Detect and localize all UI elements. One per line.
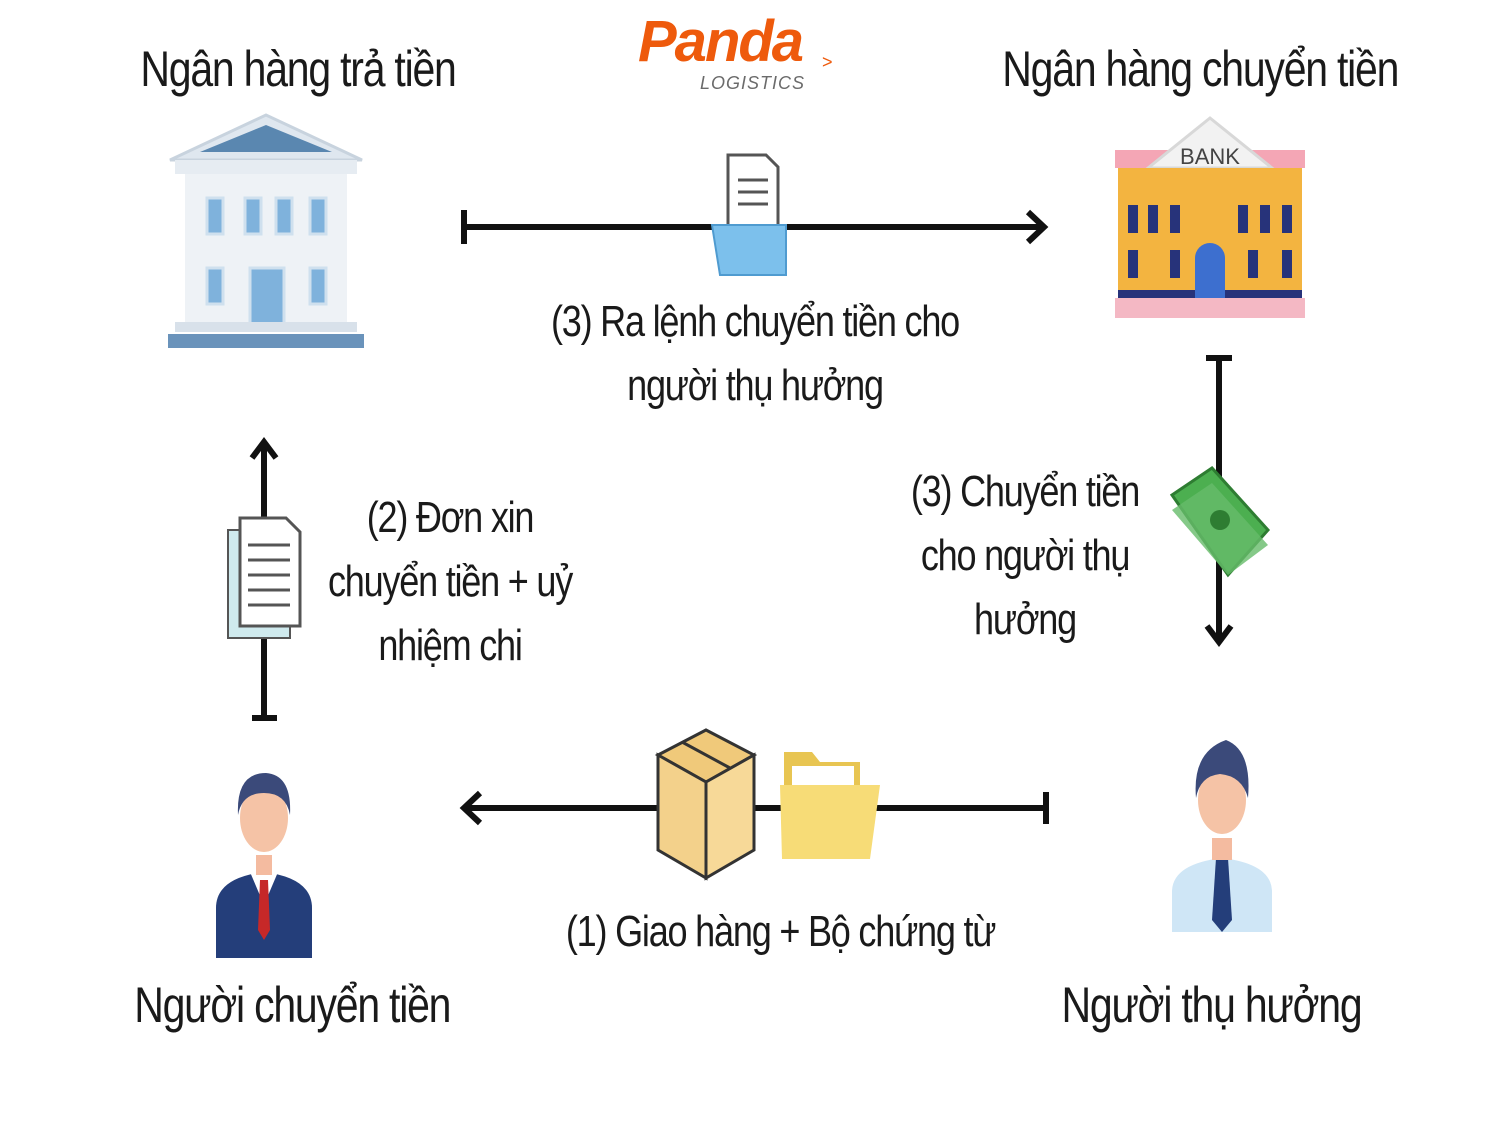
logo-sub: LOGISTICS [700,73,806,93]
step3-order-line2: người thụ hưởng [627,361,884,410]
remitter-person-icon [216,773,312,958]
step2-line2: chuyển tiền + uỷ [327,557,573,606]
step3-transfer-line2: cho người thụ [920,531,1131,580]
bank-sign: BANK [1180,144,1240,169]
logo-chevron: > [822,52,833,72]
folder-icon [780,752,880,859]
node-remitting-bank: Ngân hàng chuyển tiền [1002,41,1399,97]
step2-line1: (2) Đơn xin [366,493,535,542]
step3-order-label: (3) Ra lệnh chuyển tiền cho người thụ hư… [546,290,964,418]
step2-label: (2) Đơn xin chuyển tiền + uỷ nhiệm chi [327,486,573,678]
step3-order-line1: (3) Ra lệnh chuyển tiền cho [550,297,960,346]
step2-line3: nhiệm chi [378,621,523,670]
node-remitter: Người chuyển tiền [134,977,451,1033]
logo-brand: Panda [638,9,804,74]
remitting-bank-icon [1115,116,1305,318]
arrow-delivery [459,790,1049,826]
step1-label: (1) Giao hàng + Bộ chứng từ [565,907,997,956]
package-box-icon [654,728,758,881]
node-paying-bank: Ngân hàng trả tiền [140,41,456,97]
step3-transfer-label: (3) Chuyển tiền cho người thụ hưởng [910,460,1140,652]
money-stack-icon [1169,466,1271,578]
beneficiary-person-icon [1172,740,1272,932]
panda-logistics-logo: Panda LOGISTICS > [638,8,838,98]
paying-bank-icon [168,113,364,348]
document-icon [227,516,302,639]
step3-transfer-line3: hưởng [974,595,1077,644]
step3-transfer-line1: (3) Chuyển tiền [910,467,1140,516]
node-beneficiary: Người thụ hưởng [1061,977,1363,1033]
folder-document-icon [710,153,787,276]
